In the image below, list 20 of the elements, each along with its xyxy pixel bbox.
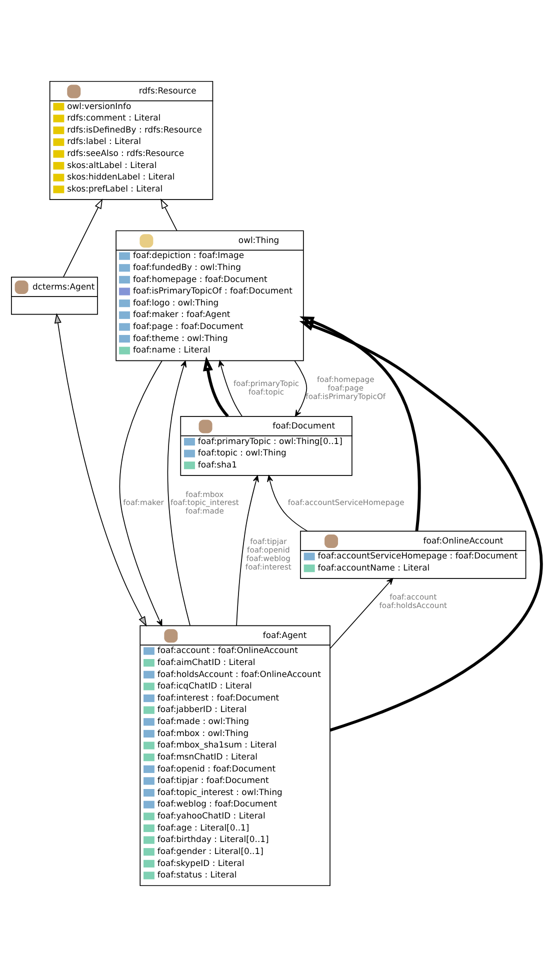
edge-label: foaf:mbox foaf:topic_interest foaf:made — [170, 490, 239, 516]
arrow — [160, 198, 178, 232]
arrow — [299, 321, 542, 732]
arrow — [294, 360, 308, 417]
arrow — [330, 578, 394, 649]
arrow — [299, 316, 421, 532]
edge-label: foaf:homepage foaf:page foaf:isPrimaryTopicOf — [306, 374, 386, 401]
arrow — [203, 356, 229, 418]
edge-label: foaf:maker — [123, 498, 164, 508]
arrow — [236, 475, 259, 626]
arrow — [54, 313, 147, 627]
edge-label: foaf:accountServiceHomepage — [288, 498, 404, 508]
edge-label: foaf:tipjar foaf:openid foaf:weblog foaf:interest — [245, 537, 292, 572]
arrow — [119, 360, 162, 626]
edge-label: foaf:account foaf:holdsAccount — [379, 592, 448, 610]
edge-label: foaf:primaryTopic foaf:topic — [233, 379, 300, 397]
arrow — [218, 360, 242, 417]
arrow — [267, 475, 308, 532]
arrow — [63, 198, 103, 278]
arrow — [167, 360, 190, 626]
